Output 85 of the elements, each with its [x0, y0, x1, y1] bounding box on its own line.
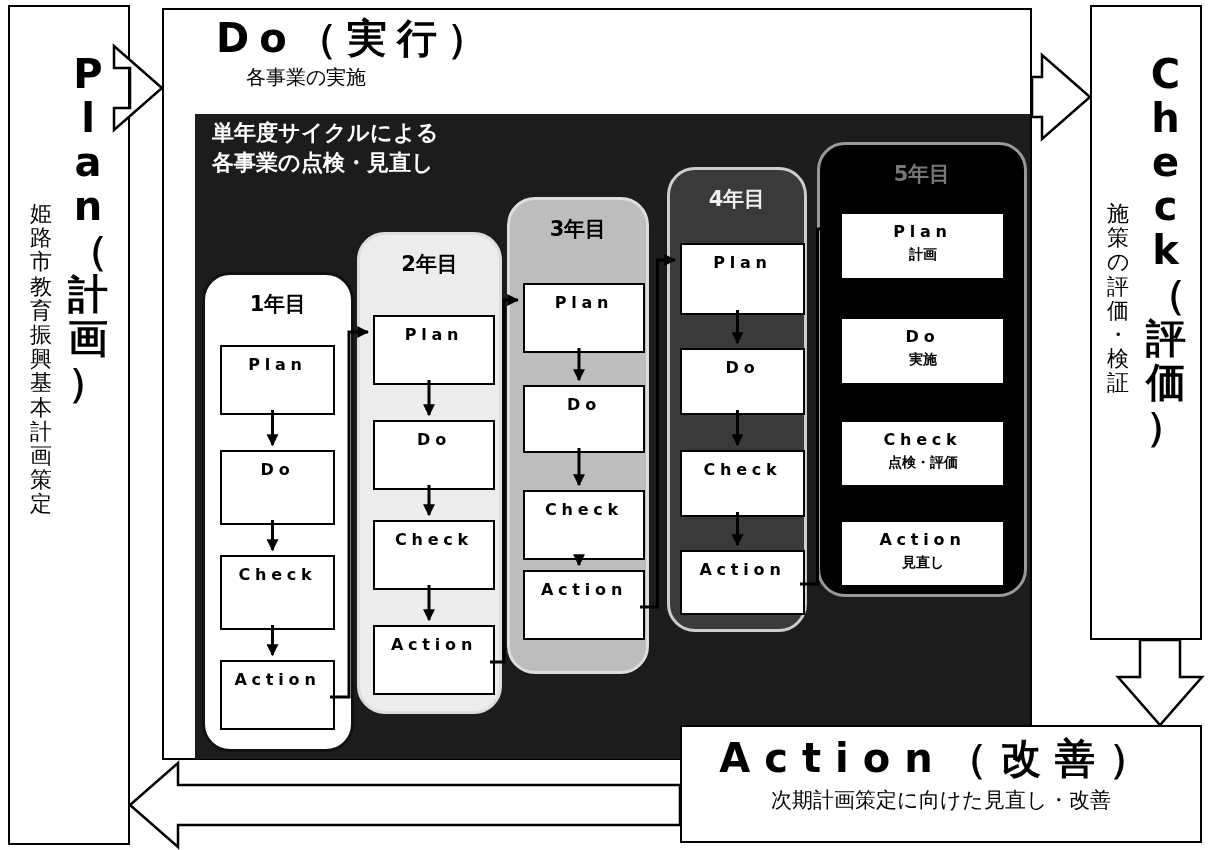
step-box [680, 348, 805, 415]
step-label: Plan [554, 292, 614, 314]
step-label: Plan [248, 354, 307, 376]
arrow [573, 554, 585, 567]
step-label: Plan [404, 324, 464, 346]
arrow [423, 585, 435, 622]
arrow [266, 520, 279, 552]
arrow [330, 326, 370, 699]
arrow [490, 294, 520, 664]
step-box [523, 385, 645, 453]
panel-title: Action（改善） [719, 734, 1163, 783]
band-title: 単年度サイクルによる各事業の点検・見直し [212, 119, 440, 177]
step-box [220, 660, 335, 730]
arrow [266, 625, 279, 657]
step-label: Do [417, 429, 451, 451]
step-label: 実施 [908, 350, 937, 369]
block-arrow [1030, 52, 1092, 142]
year-heading: 5年目 [893, 161, 951, 188]
arrow [423, 485, 435, 517]
block-arrow [128, 760, 682, 850]
arrow [423, 380, 435, 417]
year-card [507, 197, 649, 674]
panel-subtitle: 次期計画策定に向けた見直し・改善 [771, 787, 1111, 814]
year-heading: 2年目 [401, 251, 458, 278]
phase-panel [680, 725, 1202, 843]
step-label: Action [390, 634, 478, 656]
vertical-description: 姫路市教育振興基本計画策定 [30, 202, 52, 517]
arrow [731, 310, 744, 345]
block-arrow [1115, 638, 1205, 727]
arrow [573, 348, 585, 382]
step-label: Action [234, 669, 321, 691]
step-label: Action [699, 559, 786, 581]
arrow [731, 410, 744, 447]
step-box [373, 315, 495, 385]
year-card [667, 167, 807, 632]
panel-subtitle: 各事業の実施 [246, 64, 366, 91]
step-box [523, 570, 645, 640]
year-heading: 3年目 [549, 216, 607, 243]
step-label: 見直し [901, 553, 944, 572]
arrow [640, 254, 677, 609]
step-label: Plan [713, 252, 772, 274]
arrow [573, 448, 585, 487]
year-card [202, 272, 354, 752]
step-box [680, 243, 805, 315]
panel-title: Do（実行） [216, 18, 497, 58]
step-label: Action [540, 579, 628, 601]
step-box [523, 490, 645, 560]
step-box [840, 420, 1005, 487]
arrow [266, 410, 279, 447]
step-box [373, 520, 495, 590]
step-label: Do [905, 326, 940, 348]
block-arrow [112, 43, 164, 133]
phase-column [8, 5, 130, 845]
year-heading: 1年目 [249, 291, 307, 318]
step-box [840, 520, 1005, 587]
step-box [373, 420, 495, 490]
step-box [680, 450, 805, 517]
step-label: 点検・評価 [887, 453, 958, 472]
arrow [731, 512, 744, 547]
step-label: Check [544, 499, 624, 521]
vertical-title: Check（評価） [1145, 52, 1186, 448]
year-card [817, 142, 1027, 597]
step-box [523, 283, 645, 353]
step-label: Check [703, 459, 782, 481]
step-label: Check [238, 564, 317, 586]
step-label: Do [725, 357, 760, 379]
year-card [357, 232, 502, 714]
step-label: 計画 [908, 245, 937, 264]
step-box [840, 317, 1005, 385]
year-heading: 4年目 [708, 186, 766, 213]
step-label: Action [879, 529, 966, 551]
step-box [680, 550, 805, 615]
step-label: Do [567, 394, 601, 416]
vertical-title: Plan（計画） [68, 52, 108, 404]
step-label: Check [394, 529, 474, 551]
step-label: Do [260, 459, 295, 481]
step-label: Check [883, 429, 962, 451]
step-box [840, 212, 1005, 280]
step-label: Plan [893, 221, 952, 243]
step-box [373, 625, 495, 695]
step-box [220, 345, 335, 415]
step-box [220, 450, 335, 525]
step-box [220, 555, 335, 630]
vertical-description: 施策の評価・検証 [1106, 202, 1130, 396]
phase-column [1090, 5, 1202, 640]
